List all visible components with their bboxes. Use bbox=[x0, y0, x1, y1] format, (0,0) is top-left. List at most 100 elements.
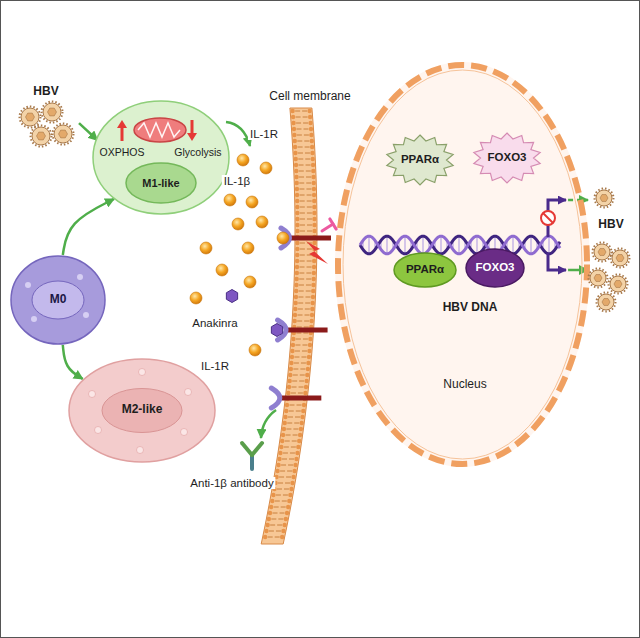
decor-circle bbox=[309, 127, 313, 131]
decor-circle bbox=[300, 415, 304, 419]
decor-circle bbox=[594, 244, 610, 260]
decor-ellipse bbox=[32, 281, 84, 319]
decor-line bbox=[305, 303, 310, 304]
decor-line bbox=[295, 351, 300, 352]
decor-circle bbox=[289, 487, 293, 491]
decor-line bbox=[278, 483, 283, 484]
decor-circle bbox=[277, 457, 281, 461]
decor-line bbox=[295, 417, 300, 418]
decor-rect bbox=[281, 396, 321, 401]
decor-circle bbox=[312, 223, 316, 227]
hbv-virion bbox=[20, 107, 41, 128]
decor-circle bbox=[310, 139, 314, 143]
decor-div: HBV bbox=[598, 218, 623, 232]
membrane-lipids bbox=[263, 109, 317, 539]
decor-line bbox=[302, 111, 307, 112]
decor-line bbox=[284, 489, 289, 490]
decor-line bbox=[280, 513, 285, 514]
il1b-molecule bbox=[256, 216, 268, 228]
decor-line bbox=[300, 369, 305, 370]
decor-line bbox=[300, 255, 305, 256]
decor-line bbox=[278, 519, 283, 520]
decor-line bbox=[306, 189, 311, 190]
decor-circle bbox=[308, 115, 312, 119]
decor-line bbox=[299, 291, 304, 292]
decor-polygon bbox=[616, 255, 624, 262]
decor-line bbox=[292, 387, 297, 388]
decor-circle bbox=[295, 271, 299, 275]
decor-circle bbox=[32, 127, 50, 145]
decor-ellipse bbox=[338, 65, 587, 464]
decor-line bbox=[268, 537, 273, 538]
decor-circle bbox=[312, 217, 316, 221]
decor-line bbox=[307, 219, 312, 220]
decor-line bbox=[283, 495, 288, 496]
decor-line bbox=[298, 159, 303, 160]
decor-line bbox=[296, 333, 301, 334]
decor-circle bbox=[291, 337, 295, 341]
decor-circle bbox=[181, 429, 188, 436]
decor-line bbox=[307, 195, 312, 196]
decor-circle bbox=[280, 535, 284, 539]
decor-circle bbox=[312, 205, 316, 209]
decor-circle bbox=[311, 283, 315, 287]
decor-circle bbox=[291, 115, 295, 119]
decor-circle bbox=[294, 295, 298, 299]
decor-line bbox=[275, 537, 280, 538]
node-label: HBV bbox=[33, 85, 58, 99]
decor-line bbox=[322, 224, 333, 231]
decor-circle bbox=[294, 169, 298, 173]
decor-polygon bbox=[614, 281, 622, 288]
decor-circle bbox=[310, 313, 314, 317]
cell-nucleus: M1-like bbox=[125, 162, 197, 204]
decor-circle bbox=[295, 187, 299, 191]
decor-circle bbox=[21, 108, 39, 126]
decor-line bbox=[300, 213, 305, 214]
host-nucleus: HBV DNANucleusPPARαFOXO3PPARαFOXO3 bbox=[335, 62, 590, 467]
decor-circle bbox=[312, 259, 316, 263]
decor-circle bbox=[307, 349, 311, 353]
decor-circle bbox=[593, 243, 612, 262]
node-outline bbox=[335, 62, 590, 467]
decor-circle bbox=[271, 493, 275, 497]
decor-line bbox=[303, 117, 308, 118]
decor-line bbox=[285, 483, 290, 484]
decor-circle bbox=[42, 102, 63, 123]
decor-line bbox=[286, 429, 291, 430]
decor-circle bbox=[265, 523, 269, 527]
decor-line bbox=[297, 135, 302, 136]
decor-polygon bbox=[187, 133, 197, 141]
decor-circle bbox=[288, 373, 292, 377]
decor-line bbox=[298, 309, 303, 310]
decor-circle bbox=[312, 265, 316, 269]
dna-bound-factor: PPARα bbox=[393, 252, 457, 288]
il1b-molecule bbox=[242, 242, 254, 254]
decor-line bbox=[307, 225, 312, 226]
decor-circle bbox=[310, 145, 314, 149]
annotation-label: Anakinra bbox=[190, 317, 239, 329]
decor-line bbox=[458, 236, 459, 254]
il1-receptor bbox=[271, 388, 321, 408]
annotation-label: IL-1R bbox=[248, 128, 280, 140]
decor-line bbox=[299, 177, 304, 178]
decor-div: FOXO3 bbox=[476, 261, 515, 274]
decor-circle bbox=[293, 139, 297, 143]
decor-circle bbox=[83, 312, 89, 318]
decor-line bbox=[121, 127, 124, 141]
decor-div: OXPHOS bbox=[100, 146, 145, 158]
decor-line bbox=[294, 423, 299, 424]
il1b-molecule bbox=[232, 218, 244, 230]
decor-circle bbox=[308, 121, 312, 125]
hbv-virion bbox=[53, 124, 74, 145]
decor-div: Cell membrane bbox=[267, 86, 352, 104]
decor-line bbox=[283, 453, 288, 454]
decor-line bbox=[281, 507, 286, 508]
decor-div: HBV bbox=[33, 85, 58, 99]
decor-line bbox=[303, 333, 308, 334]
node-label: FOXO3 bbox=[488, 151, 527, 164]
decor-circle bbox=[137, 447, 144, 454]
decor-circle bbox=[309, 133, 313, 137]
decor-circle bbox=[289, 361, 293, 365]
decor-circle bbox=[294, 277, 298, 281]
macrophage-m0: M0 bbox=[10, 255, 106, 345]
